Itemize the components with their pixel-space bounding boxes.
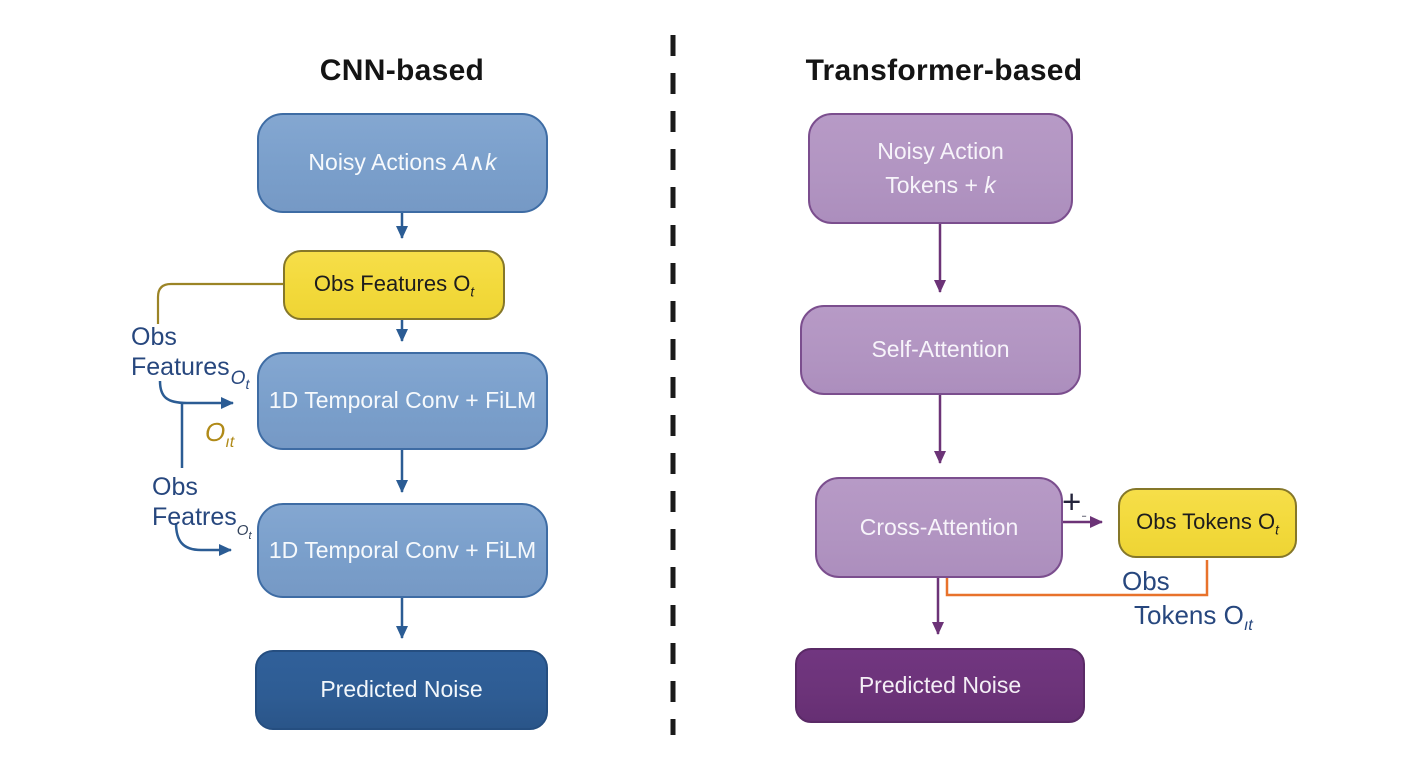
obs-features-box: Obs Features Ot [283,250,505,320]
noisy-actions-box: Noisy Actions A∧k [257,113,548,213]
obs-features-label: Obs FeaturesOt [131,323,250,392]
plus-symbol: +- [1062,483,1087,525]
predicted-noise-cnn-label: Predicted Noise [320,676,483,703]
temporal-conv-1-label: 1D Temporal Conv + FiLM [268,387,537,414]
obs-features-elbow-line [156,282,283,324]
self-attention-box: Self-Attention [800,305,1081,395]
cross-attention-box: Cross-Attention [815,477,1063,578]
obs-tokens-label: Obs Tokens Oıt [1122,566,1253,635]
obs-tokens-box: Obs Tokens Ot [1118,488,1297,558]
temporal-conv-box-2: 1D Temporal Conv + FiLM [257,503,548,598]
cross-attention-label: Cross-Attention [859,513,1019,540]
predicted-noise-box-cnn: Predicted Noise [255,650,548,730]
cnn-title: CNN-based [319,54,485,87]
self-attention-label: Self-Attention [871,336,1010,363]
transformer-title: Transformer-based [805,54,1083,87]
obs-tokens-box-label: Obs Tokens Ot [1136,508,1279,538]
obs-featres-label: Obs FeatresOt [152,473,252,542]
obs-features-box-label: Obs Features Ot [313,270,475,300]
temporal-conv-2-label: 1D Temporal Conv + FiLM [268,536,537,563]
noisy-actions-label: Noisy Actions A∧k [308,149,497,176]
predicted-noise-box-transformer: Predicted Noise [795,648,1085,723]
predicted-noise-transformer-label: Predicted Noise [858,671,1022,698]
noisy-action-tokens-label: Noisy Action Tokens + k [877,138,1004,198]
obs-features-symbol: Oıt [205,417,235,452]
noisy-action-tokens-box: Noisy Action Tokens + k [808,113,1073,224]
temporal-conv-box-1: 1D Temporal Conv + FiLM [257,352,548,450]
